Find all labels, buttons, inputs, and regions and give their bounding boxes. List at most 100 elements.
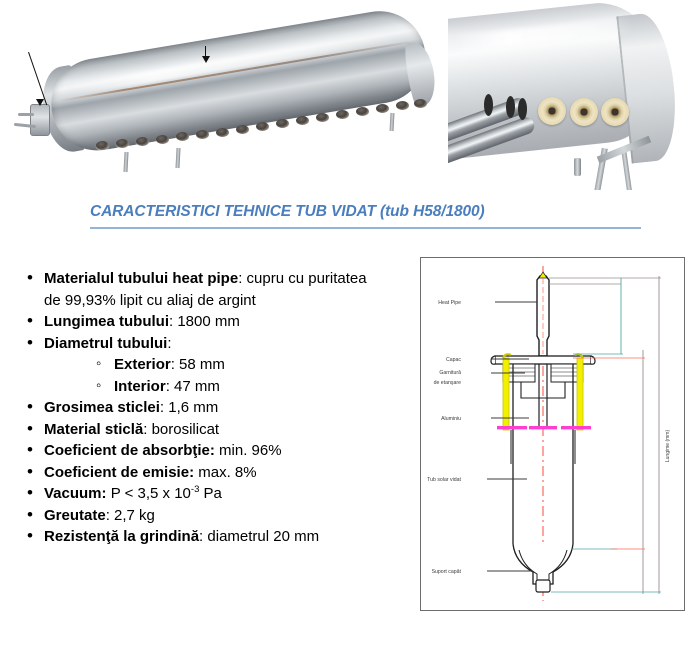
cap-right-curve	[590, 355, 596, 365]
spec-separator: :	[238, 270, 247, 287]
tube-port	[356, 107, 369, 116]
tube-port	[196, 130, 209, 139]
spec-value-unit: Pa	[199, 485, 222, 502]
tube-port	[336, 110, 349, 119]
list-item: Material sticlă: borosilicat	[22, 418, 412, 441]
spec-key: Rezistenţă la grindină	[44, 528, 200, 545]
spec-key: Lungimea tubului	[44, 313, 169, 330]
spec-value: borosilicat	[151, 420, 220, 438]
stainless-tank-photo	[0, 0, 440, 192]
list-item: Diametrul tubului:	[22, 332, 412, 355]
spec-key: Exterior	[114, 356, 171, 373]
drawing-canvas: Heat Pipe Capac Garnitură de etanşare Al…	[427, 266, 671, 601]
spec-separator: :	[159, 399, 169, 416]
spec-separator: :	[143, 420, 152, 438]
list-item: Lungimea tubului: 1800 mm	[22, 310, 412, 333]
spec-value: 2,7 kg	[114, 506, 155, 524]
spec-value: diametrul 20 mm	[207, 528, 320, 545]
spec-separator: :	[105, 506, 115, 524]
aluminium-fin-left	[502, 357, 510, 431]
spec-key: Material sticlă	[44, 420, 144, 438]
sub-list-item: Interior: 47 mm	[22, 375, 412, 398]
annotation-arrow-vertical-line	[205, 46, 207, 58]
spec-key: Coeficient de emisie	[44, 463, 190, 481]
tube-port	[316, 113, 329, 122]
spec-separator: :	[189, 463, 199, 481]
list-item: Coeficient de absorbţie: min. 96%	[22, 439, 412, 462]
tube-seal-ring	[484, 94, 493, 116]
end-support-nipple	[535, 579, 551, 593]
label-suport-capat: Suport capăt	[432, 569, 462, 575]
tube-port	[296, 116, 309, 125]
list-item: Coeficient de emisie: max. 8%	[22, 461, 412, 484]
empty-tube-port	[601, 98, 629, 126]
tube-port	[396, 101, 409, 110]
list-item: Greutate: 2,7 kg	[22, 504, 412, 527]
label-lungime-mm: Lungime (mm)	[665, 430, 671, 463]
tank-leg	[123, 151, 129, 173]
spec-value: 1,6 mm	[168, 399, 219, 416]
tank-leg	[175, 147, 181, 169]
tube-port	[414, 99, 427, 108]
aluminium-fin-left-top-bend	[501, 353, 512, 359]
spec-key: Materialul tubului heat pipe	[44, 270, 239, 287]
tube-port	[136, 137, 149, 146]
tube-port	[156, 135, 169, 144]
list-item: Materialul tubului heat pipe: cupru cu p…	[22, 267, 412, 311]
empty-tube-port	[538, 97, 566, 125]
seal-ring-left	[497, 426, 527, 430]
spec-key: Diametrul tubului	[44, 334, 168, 352]
spec-separator: :	[170, 356, 180, 373]
spec-value-continued: de 99,93% lipit cu aliaj de argint	[44, 291, 256, 309]
glass-tube-bottom	[512, 543, 574, 585]
tank-inlet-pipe-1	[18, 113, 34, 116]
page-title: CARACTERISTICI TEHNICE TUB VIDAT (tub H5…	[90, 203, 485, 220]
annotation-arrow-vertical-head	[201, 56, 210, 63]
tube-port	[276, 119, 289, 128]
spec-value-exponent: -3	[190, 484, 200, 495]
title-divider	[90, 227, 641, 229]
tube-port	[96, 141, 109, 150]
spec-key: Coeficient de absorbţie	[44, 442, 210, 459]
product-photo-strip	[0, 0, 700, 192]
tube-seal-ring	[506, 96, 515, 118]
aluminium-fin-right-top-bend	[574, 353, 585, 359]
tank-leg	[389, 112, 395, 132]
heat-pipe-tip	[538, 271, 548, 279]
tank-inlet-flange	[30, 104, 50, 136]
spec-key: Interior	[114, 377, 166, 395]
spec-value: 47 mm	[174, 377, 220, 395]
tube-port	[376, 104, 389, 113]
spec-key: Vacuum	[44, 485, 102, 502]
technical-spec-list: Materialul tubului heat pipe: cupru cu p…	[22, 267, 412, 548]
annotation-arrow-diagonal-head	[36, 99, 44, 106]
label-garnitura-line1: Garnitură	[439, 370, 461, 376]
tube-seal-ring	[518, 98, 527, 120]
aluminium-fin-right	[576, 357, 584, 431]
list-item: Grosimea sticlei: 1,6 mm	[22, 396, 412, 419]
label-heat-pipe: Heat Pipe	[438, 300, 461, 306]
collector-manifold-photo	[448, 0, 700, 190]
tube-port	[116, 139, 129, 148]
heat-pipe-cross-section-diagram: Heat Pipe Capac Garnitură de etanşare Al…	[420, 257, 685, 611]
label-capac: Capac	[446, 357, 461, 363]
spec-separator: :	[101, 485, 111, 502]
cap-left-curve	[490, 355, 496, 365]
list-item: Vacuum: P < 3,5 x 10-3 Pa	[22, 482, 412, 505]
spec-value: P < 3,5 x 10	[110, 485, 191, 502]
seal-ring-center	[529, 426, 557, 430]
label-tub-solar: Tub solar vidat	[427, 477, 461, 483]
drain-nipple	[574, 158, 581, 176]
spec-separator: :	[167, 334, 172, 352]
spec-separator: :	[209, 442, 220, 459]
spec-value: cupru cu puritatea	[246, 270, 367, 287]
spec-separator: :	[165, 377, 175, 395]
spec-value: max. 8%	[198, 463, 257, 481]
spec-value: 1800 mm	[177, 313, 240, 330]
tube-port	[176, 132, 189, 141]
sub-list-item: Exterior: 58 mm	[22, 353, 412, 376]
tank-right-endcap	[402, 40, 439, 108]
empty-tube-port	[570, 98, 598, 126]
spec-value: 58 mm	[179, 356, 225, 373]
list-item: Rezistenţă la grindină: diametrul 20 mm	[22, 525, 412, 548]
